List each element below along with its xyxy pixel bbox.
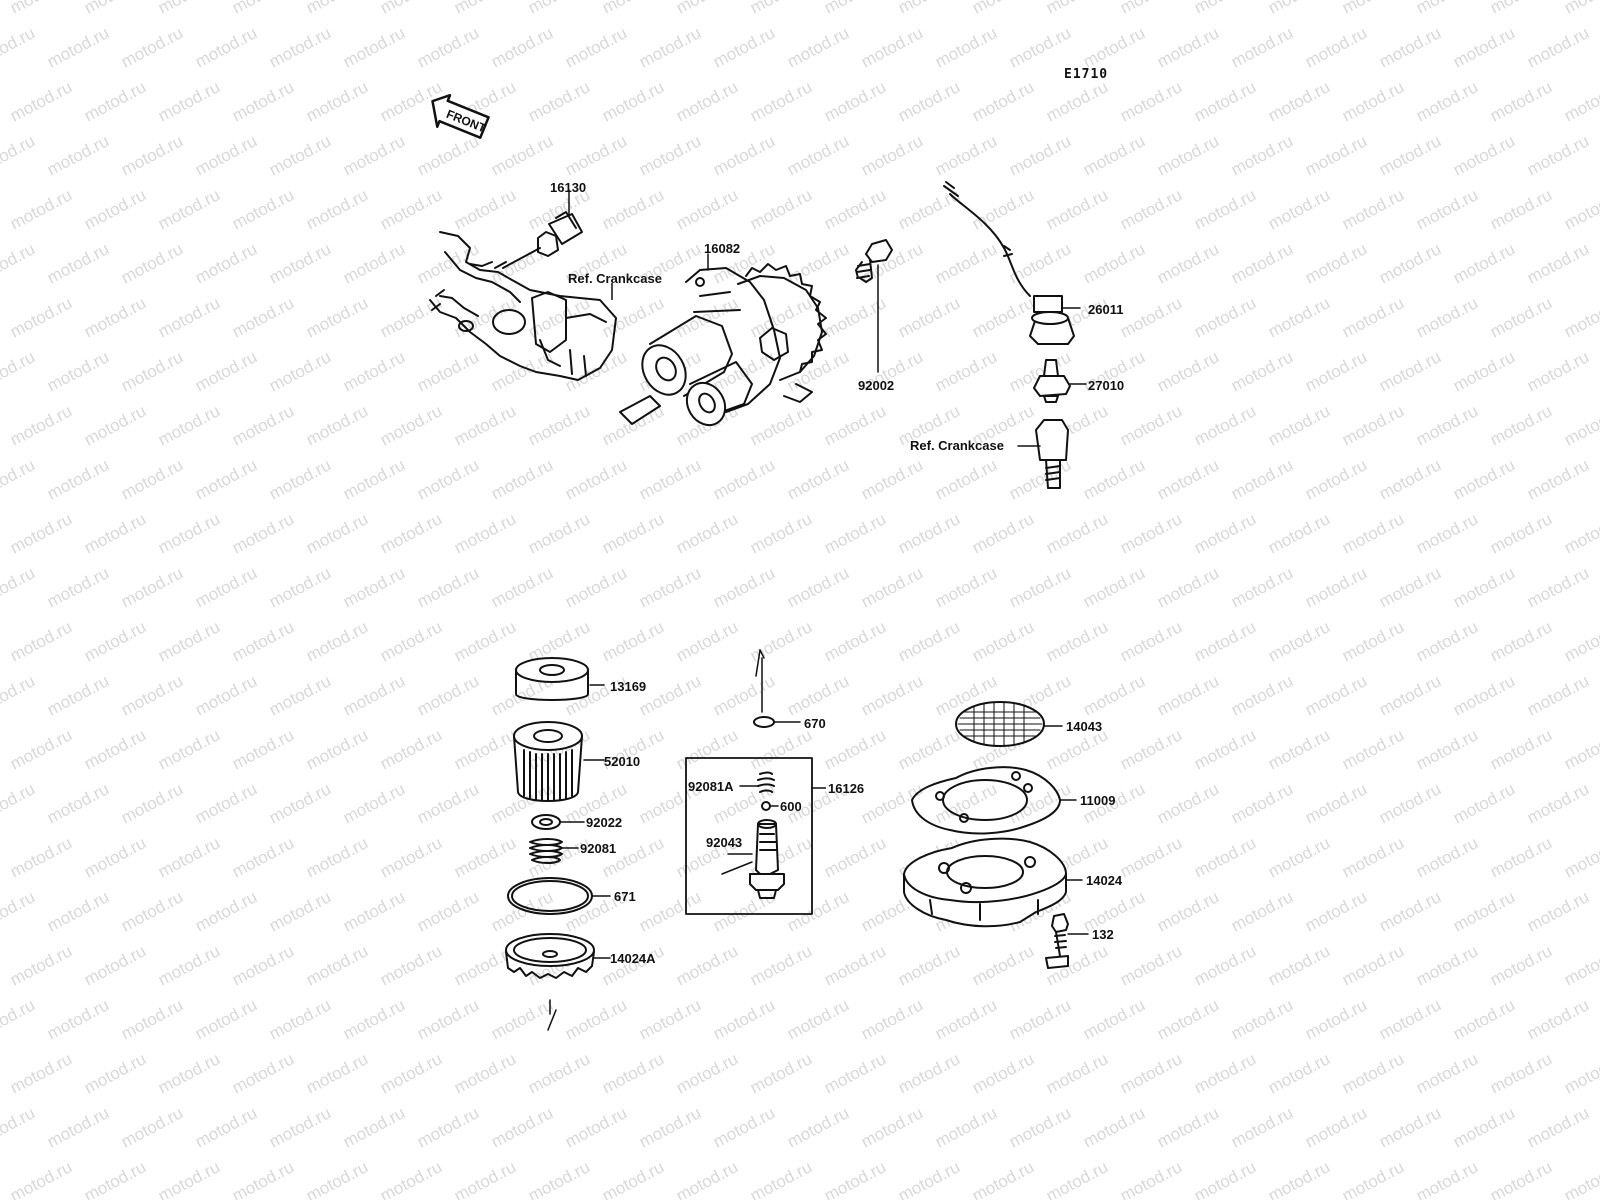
label-14024: 14024 xyxy=(1086,873,1123,888)
label-92081a: 92081A xyxy=(688,779,734,794)
label-13169: 13169 xyxy=(610,679,647,694)
label-16082: 16082 xyxy=(704,241,741,256)
label-92002: 92002 xyxy=(858,378,895,393)
pump-cover-drawing xyxy=(903,837,1083,928)
oil-screen-drawing xyxy=(955,701,1063,747)
pressure-switch-drawing xyxy=(1033,359,1087,403)
label-26011: 26011 xyxy=(1088,302,1124,317)
label-670: 670 xyxy=(804,716,826,731)
oil-filter-element-drawing xyxy=(513,721,605,802)
label-132: 132 xyxy=(1092,927,1114,942)
label-14024a: 14024A xyxy=(610,951,656,966)
label-671: 671 xyxy=(614,889,636,904)
oil-switch-lead-drawing xyxy=(943,181,1081,345)
washer-92022-drawing xyxy=(531,814,585,830)
label-ref-crankcase-right: Ref. Crankcase xyxy=(910,438,1004,453)
label-92043: 92043 xyxy=(706,835,743,850)
label-27010: 27010 xyxy=(1088,378,1125,393)
filter-cover-drawing xyxy=(515,657,605,701)
diagram-code: E1710 xyxy=(1064,67,1109,82)
oil-pump-drawing xyxy=(619,253,827,427)
label-16126: 16126 xyxy=(828,781,865,796)
relief-valve-drawing xyxy=(685,649,813,915)
front-arrow-icon: FRONT xyxy=(431,93,490,139)
label-52010: 52010 xyxy=(604,754,641,769)
crankcase-section-drawing xyxy=(429,231,617,381)
bolt-92002-drawing xyxy=(855,239,893,373)
gasket-drawing xyxy=(911,766,1077,835)
label-16130: 16130 xyxy=(550,180,587,195)
label-600: 600 xyxy=(780,799,802,814)
filter-cap-drawing xyxy=(505,933,611,979)
label-92022: 92022 xyxy=(586,815,623,830)
spring-92081-drawing xyxy=(529,838,579,864)
label-ref-crankcase-top: Ref. Crankcase xyxy=(568,271,662,286)
label-92081: 92081 xyxy=(580,841,617,856)
crankcase-fitting-drawing xyxy=(1017,419,1069,489)
bolt-132-drawing xyxy=(1045,913,1089,969)
label-11009: 11009 xyxy=(1080,793,1116,808)
label-14043: 14043 xyxy=(1066,719,1103,734)
fitting-16130-drawing xyxy=(502,189,583,269)
o-ring-671-drawing xyxy=(507,877,611,915)
